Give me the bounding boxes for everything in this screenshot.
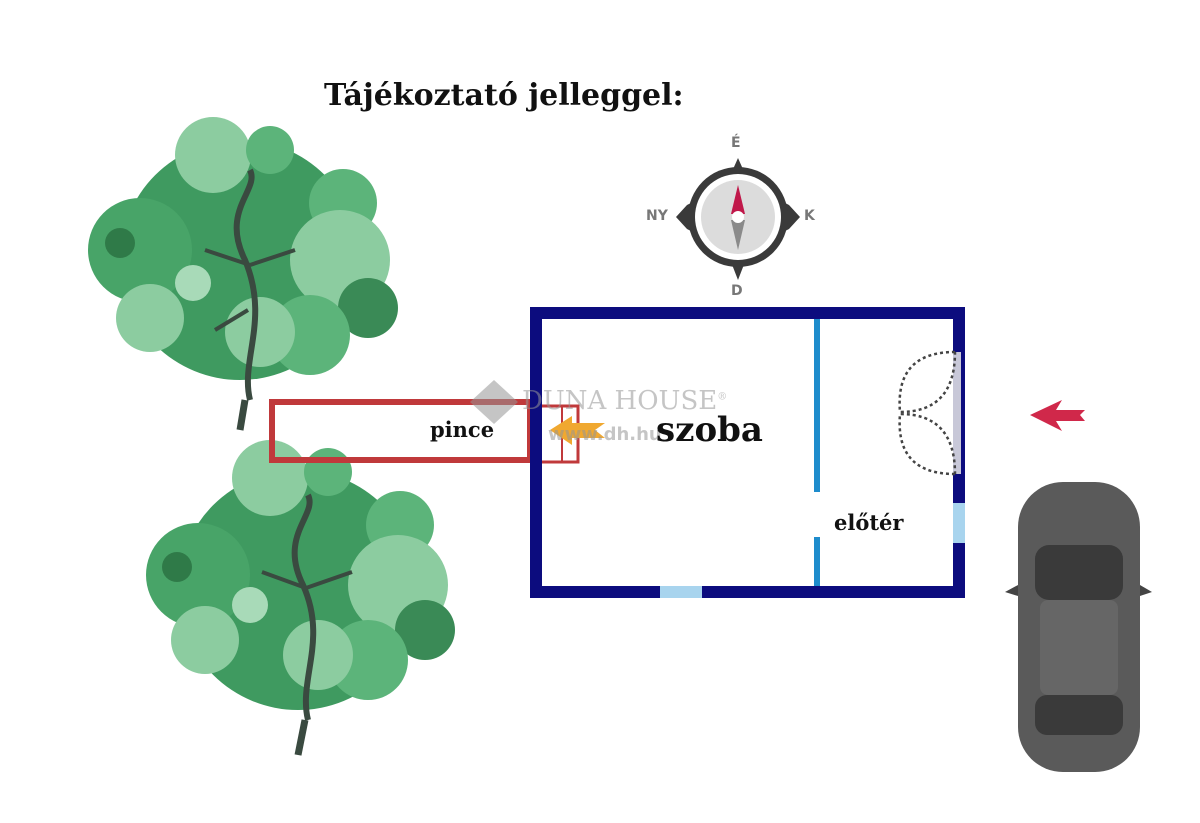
- car-icon: [1005, 482, 1152, 772]
- page-title: Tájékoztató jelleggel:: [324, 78, 684, 113]
- access-arrow-icon: [1030, 400, 1085, 431]
- room-label-pince: pince: [430, 417, 494, 442]
- watermark-url: www.dh.hu: [548, 424, 662, 445]
- window-right: [953, 503, 965, 543]
- window-bottom: [660, 586, 702, 598]
- outer-walls: [536, 313, 959, 592]
- room-label-eloter: előtér: [834, 510, 903, 535]
- compass-west-label: NY: [646, 208, 668, 224]
- compass-south-label: D: [731, 283, 743, 299]
- compass-icon: [676, 158, 800, 280]
- compass-east-label: K: [804, 208, 815, 224]
- room-label-szoba: szoba: [656, 410, 763, 450]
- door-swing: [900, 352, 955, 474]
- compass-north-label: É: [731, 135, 741, 151]
- tree-bottom: [146, 440, 455, 755]
- watermark-registered: ®: [717, 391, 727, 402]
- tree-top: [88, 117, 398, 430]
